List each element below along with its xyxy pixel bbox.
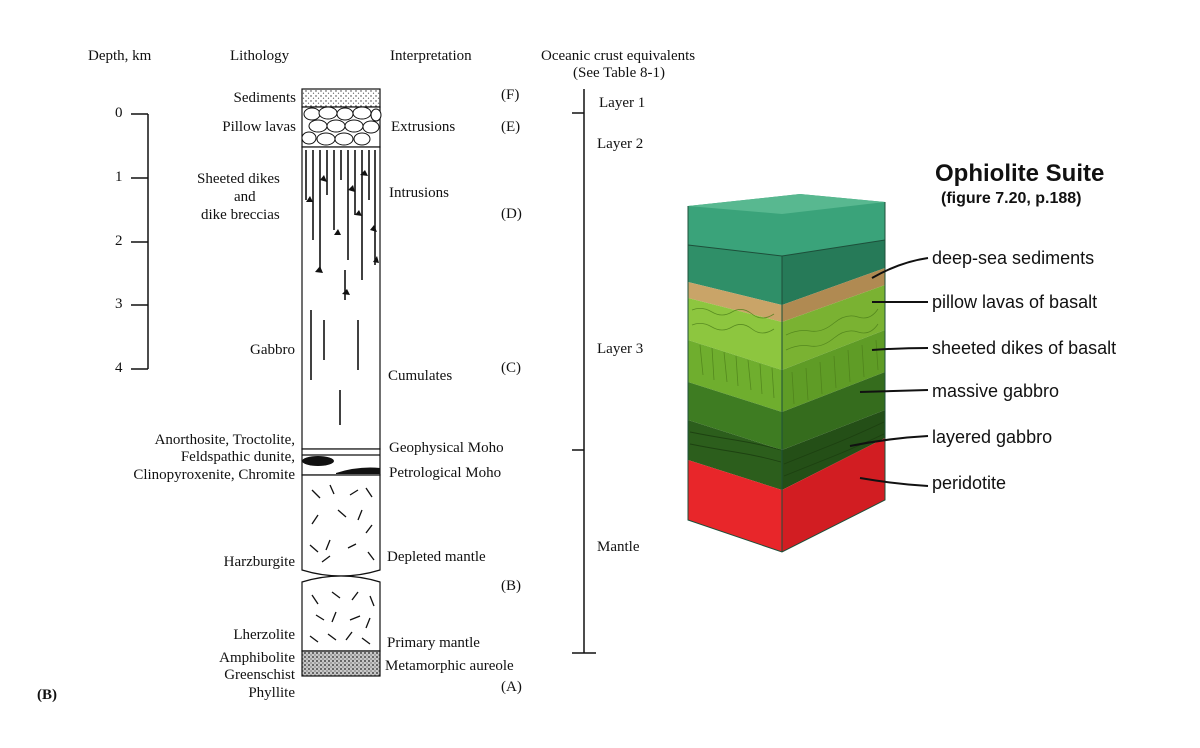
block-subtitle: (figure 7.20, p.188): [941, 190, 1082, 207]
oceanic-scale: [572, 89, 596, 654]
depth-tick-0: 0: [115, 105, 123, 121]
pillow-band: [688, 298, 782, 370]
block-label-pillow: pillow lavas of basalt: [932, 292, 1098, 312]
label-amphibolite: Amphibolite: [219, 650, 295, 666]
header-oceanic-sub: (See Table 8-1): [573, 65, 665, 81]
oceanic-mantle: Mantle: [597, 539, 640, 555]
header-oceanic: Oceanic crust equivalents: [541, 48, 696, 64]
label-phyllite: Phyllite: [248, 685, 295, 701]
block-label-sediments: deep-sea sediments: [932, 248, 1095, 268]
label-sheeted-1: Sheeted dikes: [197, 171, 280, 187]
pillow-shapes: [301, 106, 382, 146]
oceanic-layer-3: Layer 3: [597, 341, 644, 357]
label-sediments: Sediments: [233, 90, 297, 106]
label-greenschist: Greenschist: [224, 667, 295, 683]
label-sheeted-2: and: [234, 189, 256, 205]
oceanic-layer-1: Layer 1: [599, 95, 646, 111]
label-harzburgite: Harzburgite: [223, 554, 295, 570]
label-lherzolite: Lherzolite: [233, 627, 295, 643]
harzburgite-layer: [301, 474, 381, 577]
label-feldspathic: Feldspathic dunite,: [180, 449, 295, 465]
header-depth: Depth, km: [88, 48, 152, 64]
layered-gabbro-band: [688, 420, 782, 490]
depth-scale: [131, 113, 149, 370]
block-label-layered-gabbro: layered gabbro: [932, 427, 1053, 447]
block-label-peridotite: peridotite: [932, 473, 1007, 493]
header-lithology: Lithology: [230, 48, 290, 64]
dike-streaks: [305, 150, 376, 425]
label-intrusions: Intrusions: [389, 185, 449, 201]
label-primary-mantle: Primary mantle: [387, 635, 480, 651]
sediments-layer: [301, 88, 381, 108]
dikes-band: [688, 340, 782, 412]
sediment-band: [688, 282, 782, 322]
label-geophysical-moho: Geophysical Moho: [389, 440, 504, 456]
lherzolite-layer: [301, 575, 381, 652]
label-petrological-moho: Petrological Moho: [389, 465, 502, 481]
figure-label: (B): [37, 687, 57, 703]
header-interpretation: Interpretation: [390, 48, 472, 64]
block-label-massive-gabbro: massive gabbro: [932, 381, 1060, 401]
block-leader-lines: [849, 257, 929, 487]
marker-f: (F): [501, 87, 520, 103]
mantle-texture: [309, 484, 375, 645]
label-anorthosite: Anorthosite, Troctolite,: [154, 432, 295, 448]
depth-tick-3: 3: [115, 296, 123, 312]
marker-c: (C): [501, 360, 521, 376]
label-gabbro: Gabbro: [250, 342, 295, 358]
label-sheeted-3: dike breccias: [201, 207, 280, 223]
depth-tick-2: 2: [115, 233, 123, 249]
label-depleted-mantle: Depleted mantle: [387, 549, 486, 565]
block-label-dikes: sheeted dikes of basalt: [932, 338, 1117, 358]
depth-tick-4: 4: [115, 360, 123, 376]
depth-tick-1: 1: [115, 169, 123, 185]
oceanic-layer-2: Layer 2: [597, 136, 644, 152]
label-cumulates: Cumulates: [388, 368, 453, 384]
marker-e: (E): [501, 119, 521, 135]
aureole-layer: [301, 650, 381, 677]
block-title: Ophiolite Suite: [935, 160, 1105, 187]
marker-d: (D): [501, 206, 522, 222]
marker-b: (B): [501, 578, 521, 594]
ophiolite-block: [687, 194, 929, 553]
marker-a: (A): [501, 679, 522, 695]
label-metamorphic-aureole: Metamorphic aureole: [385, 658, 514, 674]
lithology-column: [301, 88, 382, 677]
massive-gabbro-band: [688, 382, 782, 450]
label-clinopyroxenite: Clinopyroxenite, Chromite: [133, 467, 295, 483]
label-pillow-lavas: Pillow lavas: [222, 119, 296, 135]
breccia-blobs: [306, 170, 379, 295]
peridotite-band: [688, 460, 782, 552]
label-extrusions: Extrusions: [391, 119, 456, 135]
